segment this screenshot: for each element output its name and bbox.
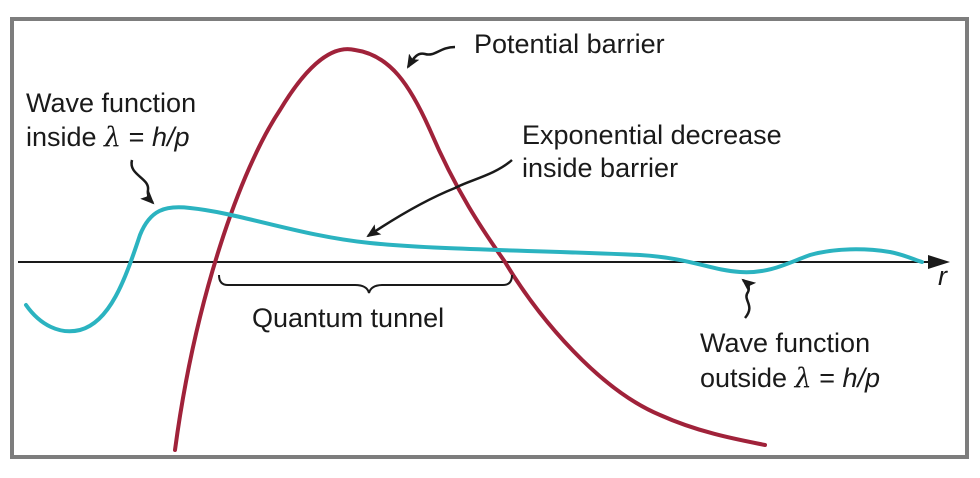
wave-outside-equals: = bbox=[812, 363, 843, 393]
exponential-label-line1: Exponential decrease bbox=[522, 120, 782, 150]
frame-border bbox=[10, 17, 969, 459]
r-axis-label: r bbox=[938, 261, 948, 291]
wave-inside-pointer bbox=[130, 159, 155, 205]
potential-barrier-curve bbox=[173, 47, 767, 452]
wave-inside-prefix: inside bbox=[26, 122, 104, 152]
wave-outside-prefix: outside bbox=[700, 363, 795, 393]
r-axis-arrowhead bbox=[928, 255, 950, 269]
quantum-tunnel-brace bbox=[218, 274, 513, 294]
quantum-tunnel-label: Quantum tunnel bbox=[252, 303, 444, 333]
exponential-label-line2: inside barrier bbox=[522, 153, 678, 183]
potential-barrier-label: Potential barrier bbox=[474, 29, 665, 59]
wave-outside-lambda: λ bbox=[794, 363, 812, 394]
wave-inside-equals: = bbox=[121, 122, 152, 152]
wave-inside-lambda: λ bbox=[103, 122, 121, 153]
exponential-pointer bbox=[366, 159, 513, 238]
wave-outside-label-line1: Wave function bbox=[700, 328, 870, 358]
wave-function-curve bbox=[24, 205, 924, 334]
wave-inside-label-line2: inside λ = h/p bbox=[26, 122, 190, 153]
potential-barrier-pointer bbox=[406, 45, 456, 69]
wave-outside-formula: h/p bbox=[842, 363, 880, 393]
wave-outside-label-line2: outside λ = h/p bbox=[700, 363, 880, 394]
wave-inside-label-line1: Wave function bbox=[26, 88, 196, 118]
wave-outside-pointer bbox=[741, 278, 757, 319]
wave-inside-formula: h/p bbox=[152, 122, 190, 152]
